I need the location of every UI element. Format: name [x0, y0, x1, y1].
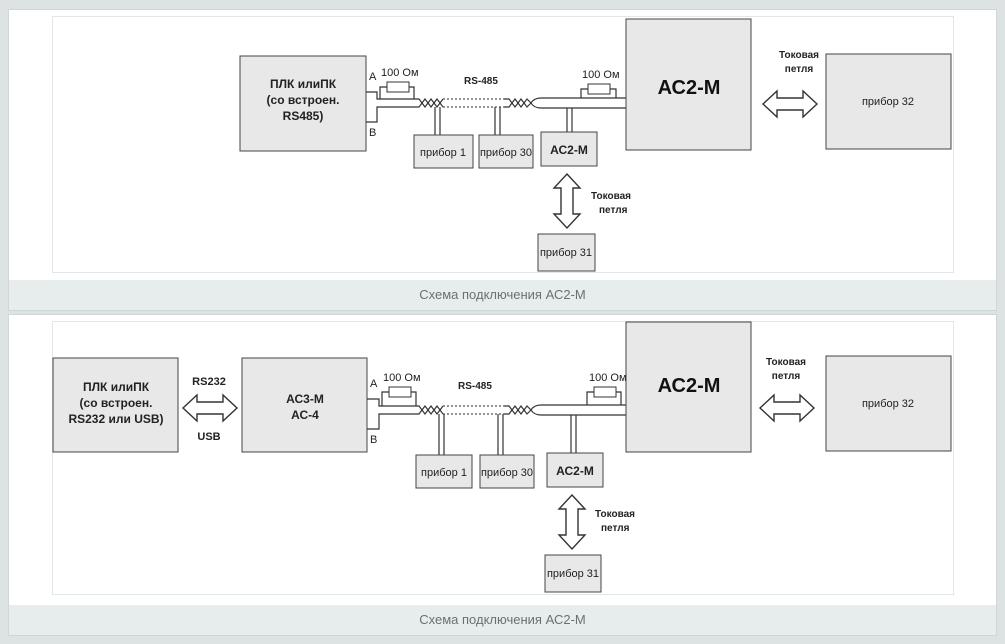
diagram-caption-2: Схема подключения АС2-М — [9, 605, 996, 635]
diagram-panel-1: ПЛК илиПК (со встроен. RS485) A B 100 Ом… — [8, 9, 997, 311]
device-32-box — [825, 53, 952, 150]
diagram-panel-2: ПЛК илиПК (со встроен. RS232 или USB) RS… — [8, 314, 997, 636]
device-30-box — [478, 134, 534, 169]
loop-bottom-line2: петля — [599, 205, 628, 216]
double-arrow-vertical-icon — [552, 172, 582, 230]
converter-box — [241, 357, 368, 453]
device-30-label: прибор 30 — [480, 147, 532, 159]
converter-label-line2: АС-4 — [291, 408, 319, 422]
device-1-label: прибор 1 — [420, 147, 466, 159]
pin-b-label: B — [369, 127, 376, 139]
loop-bottom-line1: Токовая — [591, 191, 631, 202]
device-1-box — [415, 454, 473, 489]
resistor-left — [386, 81, 410, 93]
pin-a-label: A — [369, 71, 377, 83]
loop-right-line1: Токовая — [779, 50, 819, 61]
resistor-right-label: 100 Ом — [589, 372, 627, 384]
bus-label: RS-485 — [458, 381, 492, 392]
device-30-label: прибор 30 — [481, 467, 533, 479]
loop-bottom-line1: Токовая — [595, 509, 635, 520]
diagram-caption-1: Схема подключения АС2-М — [9, 280, 996, 310]
device-31-label: прибор 31 — [540, 247, 592, 259]
resistor-right-label: 100 Ом — [582, 69, 620, 81]
device-30-box — [479, 454, 535, 489]
double-arrow-icon — [181, 393, 239, 423]
device-31-label: прибор 31 — [547, 568, 599, 580]
ac2m-main-label: АС2-М — [658, 77, 721, 99]
device-32-label: прибор 32 — [862, 398, 914, 410]
resistor-left — [388, 386, 412, 398]
connection-diagram-2: ПЛК илиПК (со встроен. RS232 или USB) RS… — [52, 321, 952, 593]
ac2m-small-label: АС2-М — [550, 143, 588, 157]
ac2m-main-label: АС2-М — [658, 375, 721, 397]
plc-label-line2: (со встроен. — [80, 396, 153, 410]
loop-right-line2: петля — [785, 64, 814, 75]
device-31-box — [544, 554, 602, 593]
device-1-box — [413, 134, 474, 169]
bus-label: RS-485 — [464, 76, 498, 87]
ac2m-small-label: АС2-М — [556, 464, 594, 478]
double-arrow-icon — [758, 393, 816, 423]
plc-label-line3: RS232 или USB) — [68, 412, 163, 426]
resistor-left-label: 100 Ом — [383, 372, 421, 384]
double-arrow-icon — [761, 89, 819, 119]
loop-right-line1: Токовая — [766, 357, 806, 368]
ac2m-main-box — [625, 321, 752, 453]
device-31-box — [537, 233, 596, 272]
plc-label-line2: (со встроен. — [267, 93, 340, 107]
double-arrow-vertical-icon — [557, 493, 587, 551]
ac2m-main-box — [625, 18, 752, 151]
device-32-box — [825, 355, 952, 452]
ac2m-small-box — [546, 452, 604, 488]
loop-right-line2: петля — [772, 371, 801, 382]
link-top-label: RS232 — [192, 376, 226, 388]
pin-b-label: B — [370, 434, 377, 446]
ac2m-small-box — [540, 131, 598, 167]
resistor-right — [587, 83, 611, 95]
plc-label-line1: ПЛК илиПК — [270, 77, 337, 91]
connection-diagram-1: ПЛК илиПК (со встроен. RS485) A B 100 Ом… — [239, 18, 952, 272]
resistor-right — [593, 386, 617, 398]
converter-label-line1: АС3-М — [286, 392, 324, 406]
device-1-label: прибор 1 — [421, 467, 467, 479]
resistor-left-label: 100 Ом — [381, 67, 419, 79]
plc-box — [52, 357, 179, 453]
plc-label-line1: ПЛК илиПК — [83, 380, 150, 394]
plc-label-line3: RS485) — [283, 109, 324, 123]
link-bottom-label: USB — [197, 431, 220, 443]
plc-box — [239, 55, 367, 152]
device-32-label: прибор 32 — [862, 96, 914, 108]
loop-bottom-line2: петля — [601, 523, 630, 534]
pin-a-label: A — [370, 378, 378, 390]
